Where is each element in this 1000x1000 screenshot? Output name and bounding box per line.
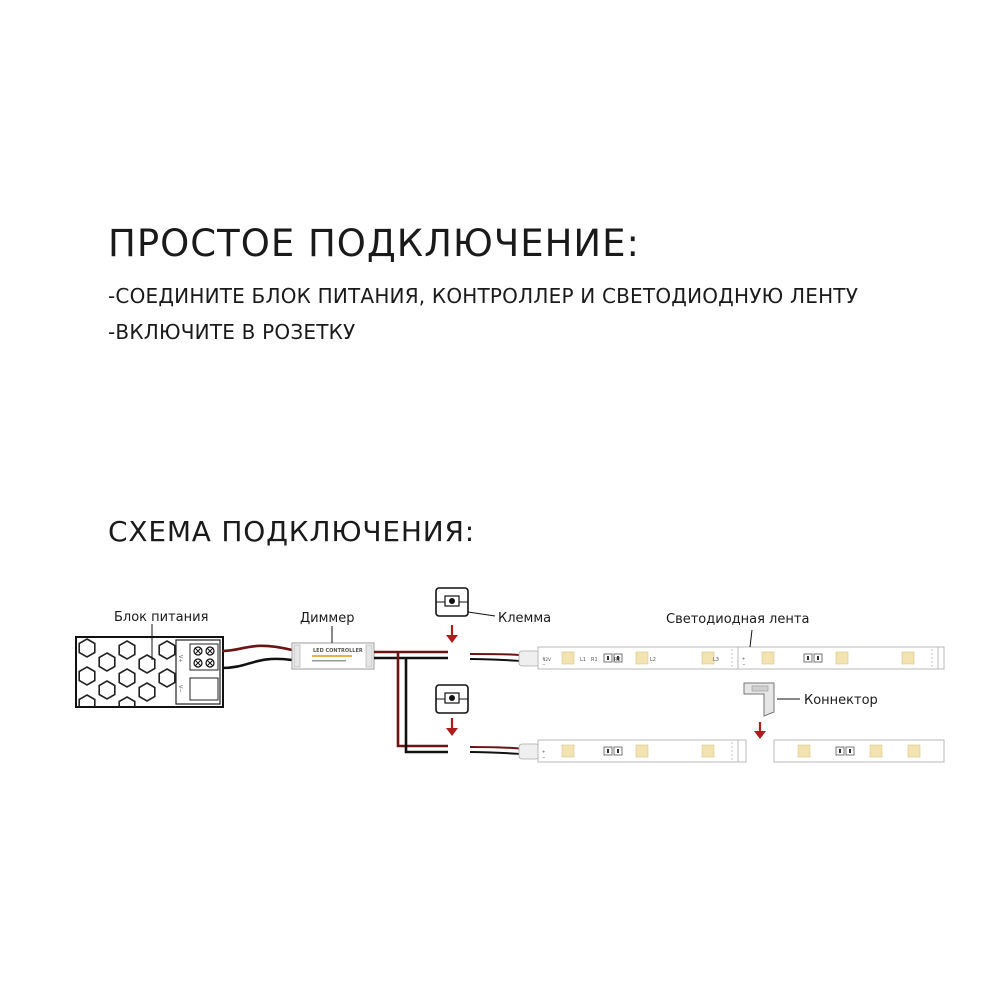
strip-l3-label: L3 <box>713 657 719 663</box>
wire-bundle <box>374 650 448 754</box>
connector-label: Коннектор <box>804 693 878 708</box>
strip-connector <box>743 682 775 717</box>
controller-text: LED CONTROLLER <box>313 648 363 654</box>
step-plug-in: -ВКЛЮЧИТЕ В РОЗЕТКУ <box>108 320 356 344</box>
page-title: ПРОСТОЕ ПОДКЛЮЧЕНИЕ: <box>108 222 640 265</box>
terminal-leader-line <box>467 611 496 617</box>
terminal-label: Клемма <box>498 611 551 626</box>
scheme-title: СХЕМА ПОДКЛЮЧЕНИЯ: <box>108 515 475 548</box>
strip-voltage-label: 12V <box>543 657 551 662</box>
strip-r2-label: R2 <box>614 657 621 663</box>
strip-lead-wires-top <box>469 650 541 667</box>
terminal-clamp-top <box>435 587 469 617</box>
strip-l2-label: L2 <box>650 657 656 663</box>
arrow-down-icon <box>446 718 458 736</box>
dimmer-controller: LED CONTROLLER <box>291 642 375 670</box>
led-strip-bottom-left <box>537 739 747 763</box>
strip-l1-label: L1 <box>580 657 586 663</box>
wire-psu-red <box>221 644 293 653</box>
strip-lead-wires-bottom <box>469 743 541 760</box>
dimmer-label: Диммер <box>300 611 354 626</box>
led-strip-bottom-right <box>773 739 945 763</box>
power-supply-label: Блок питания <box>114 610 208 625</box>
svg-text:V+: V+ <box>177 655 183 663</box>
svg-text:V−: V− <box>177 685 183 693</box>
arrow-down-icon <box>446 625 458 643</box>
strip-r1-label: R1 <box>591 657 598 663</box>
arrow-down-icon <box>754 722 766 739</box>
led-strip-top: 12V L1 R1 R2 L2 L3 <box>537 646 945 670</box>
wire-psu-black <box>221 657 293 670</box>
step-connect: -СОЕДИНИТЕ БЛОК ПИТАНИЯ, КОНТРОЛЛЕР И СВ… <box>108 284 859 308</box>
power-supply-unit: V+ V− <box>75 636 224 708</box>
led-strip-label: Светодиодная лента <box>666 612 809 627</box>
strip-leader-line <box>749 629 753 648</box>
wiring-diagram: + − <box>75 587 945 763</box>
terminal-clamp-bottom <box>435 684 469 714</box>
